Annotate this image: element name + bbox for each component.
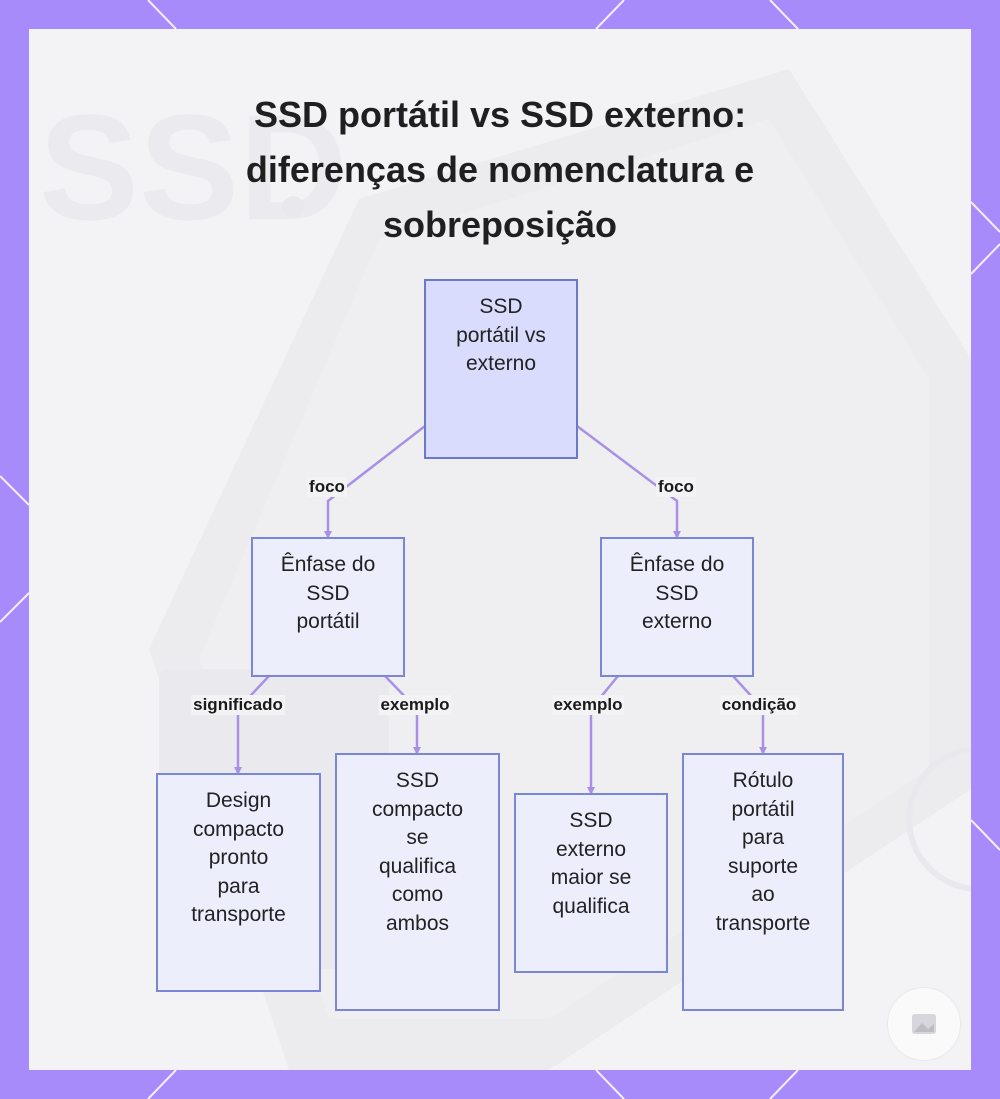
leaf2-line: ambos [385,911,450,935]
title-line-2: diferenças de nomenclatura e [245,149,755,190]
svg-text:SSD: SSD [39,83,347,251]
edge-label-condition: condição [719,695,799,715]
corner-badge [887,987,961,1061]
edge-label-meaning: significado [191,695,285,715]
edge-root-to-portable [324,425,426,539]
leaf3-line: qualifica [552,894,630,918]
node-external-line: SSD [655,581,699,605]
node-leaf-portable-label: Rótulo portátil para suporte ao transpor… [682,753,844,1011]
leaf2-line: SSD [395,769,440,792]
node-portable-emphasis: Ênfase do SSD portátil [251,537,405,677]
leaf4-line: portátil [731,797,795,821]
edge-label-example-right: exemplo [551,695,625,715]
leaf4-line: ao [751,883,775,906]
leaf4-line: suporte [727,854,799,878]
node-external-line: Ênfase do [629,553,725,576]
title-line-1: SSD portátil vs SSD externo: [253,94,747,135]
node-leaf-larger-external: SSD externo maior se qualifica [514,793,668,973]
leaf3-line: externo [555,837,627,861]
node-external-line: externo [641,610,713,633]
node-root-line: externo [465,352,537,375]
node-external-emphasis: Ênfase do SSD externo [600,537,754,677]
edge-label-example-left: exemplo [378,695,452,715]
node-root-line: portátil vs [456,323,546,347]
node-portable-line: Ênfase do [280,553,376,576]
leaf1-line: transporte [191,903,286,926]
node-root-line: SSD [479,295,523,318]
edge-label-focus-left: foco [307,477,347,497]
edge-root-to-external [576,425,681,539]
leaf2-line: compacto [371,797,464,821]
leaf4-line: transporte [715,911,811,935]
leaf3-line: SSD [569,809,613,832]
node-portable-line: portátil [296,610,360,633]
diagram-panel: SSD SSD portátil vs SSD externo: diferen… [29,29,971,1070]
diagram-title: SSD portátil vs SSD externo: diferenças … [29,87,971,252]
leaf1-line: pronto [208,846,269,869]
leaf2-line: qualifica [378,854,457,878]
leaf4-line: Rótulo [732,769,794,792]
node-root: SSD portátil vs externo [424,279,578,459]
node-leaf-compact-design: Design compacto pronto para transporte [156,773,321,992]
title-line-3: sobreposição [382,204,618,245]
leaf2-line: se [406,826,429,849]
leaf2-line: como [391,883,444,906]
leaf1-line: para [217,874,260,898]
edge-external-to-leaf3 [587,675,619,795]
edge-label-focus-right: foco [656,477,696,497]
image-icon [912,1014,936,1034]
leaf4-line: para [741,826,785,849]
leaf1-line: compacto [192,817,285,841]
leaf3-line: maior se [550,866,632,889]
node-portable-line: SSD [306,581,350,605]
node-leaf-compact-both: SSD compacto se qualifica como ambos [335,753,500,1011]
edge-portable-to-leaf1 [234,675,270,775]
leaf1-line: Design [205,789,272,812]
